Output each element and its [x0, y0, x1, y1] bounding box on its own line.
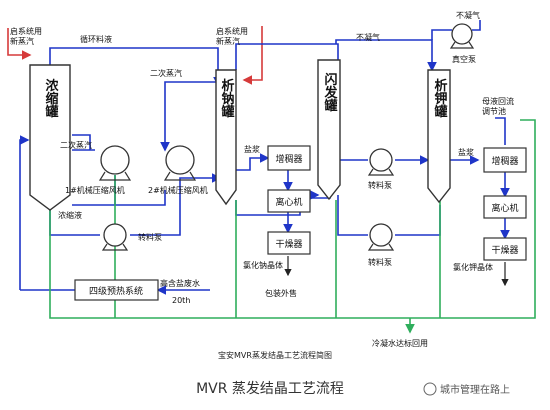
watermark-text: 城市管理在路上 [440, 383, 510, 396]
page-title: MVR 蒸发结晶工艺流程 [196, 381, 344, 397]
label-fengji-1: 1#机械压缩风机 [65, 185, 125, 195]
label-lvhuana: 氯化钠晶体 [243, 260, 283, 270]
label-buningqi-top: 不凝气 [356, 32, 380, 42]
vessel-xina-label: 析钠罐 [219, 78, 236, 119]
vessel-xijia: 析钾罐 [427, 69, 451, 204]
product-lines [284, 256, 509, 287]
vessel-nongsuo: 浓缩罐 [29, 64, 71, 211]
label-erci-left: 二次蒸汽 [60, 140, 92, 150]
box-preheat-label: 四级预热系统 [89, 285, 143, 297]
label-xinzhengqi-left: 新蒸汽 [10, 36, 34, 46]
label-baozhuang: 包装外售 [265, 288, 297, 298]
label-zhenkongbeng: 真空泵 [452, 54, 476, 64]
label-lvhuajia: 氯化钾晶体 [453, 262, 493, 272]
label-qixitong-left: 启系统用 [10, 26, 42, 36]
box-lixinji-1-label: 离心机 [275, 196, 302, 208]
box-lixinji-2-label: 离心机 [491, 202, 518, 214]
box-ganzaoqi-1-label: 干燥器 [275, 239, 302, 250]
box-lixinji-2: 离心机 [483, 195, 527, 219]
label-zhuanliao-3: 转料泵 [368, 257, 392, 267]
fan-2-icon [163, 145, 197, 181]
vessel-shanfa: 闪发罐 [317, 59, 341, 201]
label-gaohan-1: 高含盐废水 [160, 278, 200, 288]
vessel-xina: 析钠罐 [215, 69, 237, 206]
label-xunhuan: 循环料液 [80, 34, 112, 44]
box-zengchouqi-2: 增稠器 [483, 147, 527, 173]
label-qixitong-mid: 启系统用 [216, 26, 248, 36]
label-yanjiang-1: 盐浆 [244, 144, 260, 154]
diagram-caption: 宝安MVR蒸发结晶工艺流程简图 [218, 350, 332, 360]
watermark: 城市管理在路上 [423, 382, 510, 396]
label-erci-top: 二次蒸汽 [150, 68, 182, 78]
label-muye-2: 调节池 [482, 106, 506, 116]
label-xinzhengqi-mid: 新蒸汽 [216, 36, 240, 46]
box-ganzaoqi-2: 干燥器 [483, 237, 527, 261]
label-gaohan-2: 20th [172, 296, 190, 305]
label-zhuanliao-1: 转料泵 [138, 232, 162, 242]
pump-1-icon [101, 223, 129, 251]
box-zengchouqi-2-label: 增稠器 [491, 155, 518, 167]
vessel-nongsuo-label: 浓缩罐 [43, 78, 60, 119]
label-zhuanliao-2: 转料泵 [368, 180, 392, 190]
label-nongsuoye: 浓缩液 [58, 210, 82, 220]
box-ganzaoqi-1: 干燥器 [267, 231, 311, 255]
box-lixinji-1: 离心机 [267, 189, 311, 213]
fan-1-icon [98, 145, 132, 181]
label-fengji-2: 2#机械压缩风机 [148, 185, 208, 195]
condensate-lines [49, 119, 536, 334]
vessel-xijia-label: 析钾罐 [432, 78, 449, 119]
pump-3-icon [367, 223, 395, 251]
box-preheat: 四级预热系统 [74, 279, 159, 301]
pump-2-icon [367, 148, 395, 176]
box-ganzaoqi-2-label: 干燥器 [491, 245, 518, 256]
label-buningqi-right: 不凝气 [456, 10, 480, 20]
label-yanjiang-2: 盐浆 [458, 147, 474, 157]
box-zengchouqi-1: 增稠器 [267, 145, 311, 171]
box-zengchouqi-1-label: 增稠器 [275, 153, 302, 165]
label-lengning: 冷凝水达标回用 [372, 338, 428, 348]
vessel-shanfa-label: 闪发罐 [322, 73, 339, 113]
vacuum-pump-icon [449, 23, 475, 49]
label-muye-1: 母液回流 [482, 96, 514, 106]
